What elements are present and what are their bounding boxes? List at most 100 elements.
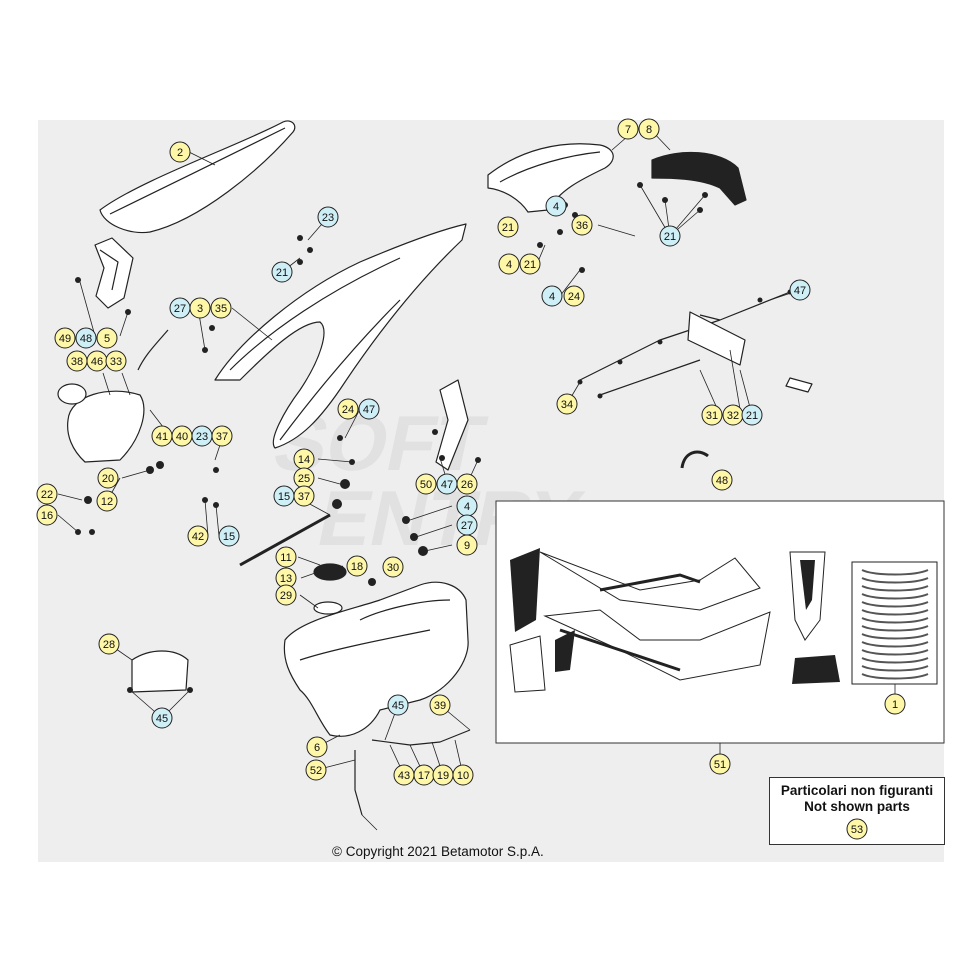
callout-badge-47: 47 <box>436 473 458 495</box>
fuel-line <box>371 729 471 746</box>
not-shown-english: Not shown parts <box>804 799 910 814</box>
callout-badge-20: 20 <box>97 467 119 489</box>
number-plate-bracket <box>94 237 134 309</box>
rear-fender-part <box>214 223 467 449</box>
radiator-shroud-left <box>67 390 145 463</box>
callout-badge-21: 21 <box>519 253 541 275</box>
callout-number: 45 <box>392 700 404 712</box>
callout-badge-5: 5 <box>96 327 118 349</box>
callout-number: 21 <box>276 267 288 279</box>
callout-number: 24 <box>342 404 354 416</box>
callout-number: 33 <box>110 356 122 368</box>
callout-number: 14 <box>298 454 310 466</box>
callout-badge-52: 52 <box>305 759 327 781</box>
callout-badge-21: 21 <box>497 216 519 238</box>
not-shown-italian: Particolari non figuranti <box>780 783 934 798</box>
copyright-text: © Copyright 2021 Betamotor S.p.A. <box>332 844 544 859</box>
callout-number: 5 <box>104 333 110 345</box>
callout-number: 1 <box>892 699 898 711</box>
callout-number: 19 <box>437 770 449 782</box>
callout-number: 47 <box>794 285 806 297</box>
callout-number: 12 <box>101 496 113 508</box>
callout-badge-37: 37 <box>211 425 233 447</box>
callout-badge-12: 12 <box>96 490 118 512</box>
callout-number: 31 <box>706 410 718 422</box>
callout-badge-29: 29 <box>275 584 297 606</box>
callout-number: 39 <box>434 700 446 712</box>
callout-badge-32: 32 <box>722 404 744 426</box>
callout-number: 36 <box>576 220 588 232</box>
callout-number: 15 <box>223 531 235 543</box>
callout-number: 34 <box>561 399 573 411</box>
not-shown-ref: 53 <box>851 824 863 836</box>
callout-badge-7: 7 <box>617 118 639 140</box>
callout-badge-27: 27 <box>456 514 478 536</box>
callout-number: 48 <box>80 333 92 345</box>
callout-badge-22: 22 <box>36 483 58 505</box>
callout-number: 3 <box>197 303 203 315</box>
callout-number: 41 <box>156 431 168 443</box>
callout-badge-3: 3 <box>189 297 211 319</box>
callout-badge-31: 31 <box>701 404 723 426</box>
callout-number: 38 <box>71 356 83 368</box>
callout-badge-23: 23 <box>191 425 213 447</box>
callout-badge-42: 42 <box>187 525 209 547</box>
callout-badge-36: 36 <box>571 214 593 236</box>
callout-number: 46 <box>91 356 103 368</box>
callout-badge-21: 21 <box>271 261 293 283</box>
callout-badge-17: 17 <box>413 764 435 786</box>
callout-badge-37: 37 <box>293 485 315 507</box>
callout-badge-18: 18 <box>346 555 368 577</box>
callout-badge-48: 48 <box>711 469 733 491</box>
callout-number: 10 <box>457 770 469 782</box>
callout-badge-33: 33 <box>105 350 127 372</box>
callout-number: 49 <box>59 333 71 345</box>
fasteners <box>75 182 793 693</box>
callout-badge-4: 4 <box>545 195 567 217</box>
not-shown-parts-box: Particolari non figuranti Not shown part… <box>769 777 945 845</box>
callout-number: 52 <box>310 765 322 777</box>
callout-badge-41: 41 <box>151 425 173 447</box>
callout-badge-2: 2 <box>169 141 191 163</box>
callout-number: 25 <box>298 473 310 485</box>
callout-number: 30 <box>387 562 399 574</box>
callout-badge-15: 15 <box>273 485 295 507</box>
vent-hose-part <box>680 450 709 469</box>
callout-badge-16: 16 <box>36 504 58 526</box>
breather-rod <box>239 513 331 567</box>
callout-number: 27 <box>461 520 473 532</box>
callout-number: 35 <box>215 303 227 315</box>
callout-badge-28: 28 <box>98 633 120 655</box>
callout-number: 7 <box>625 124 631 136</box>
callout-number: 43 <box>398 770 410 782</box>
callout-number: 2 <box>177 147 183 159</box>
callout-number: 9 <box>464 540 470 552</box>
callout-number: 51 <box>714 759 726 771</box>
callout-number: 45 <box>156 713 168 725</box>
callout-number: 21 <box>664 231 676 243</box>
callout-number: 27 <box>174 303 186 315</box>
callout-number: 47 <box>441 479 453 491</box>
callout-badge-45: 45 <box>151 707 173 729</box>
callout-number: 15 <box>278 491 290 503</box>
callout-number: 40 <box>176 431 188 443</box>
callout-number: 20 <box>102 473 114 485</box>
callout-badge-51: 51 <box>709 753 731 775</box>
callout-badge-49: 49 <box>54 327 76 349</box>
callout-badge-21: 21 <box>741 404 763 426</box>
callout-badge-19: 19 <box>432 764 454 786</box>
callout-number: 21 <box>502 222 514 234</box>
bracket-29 <box>131 650 189 693</box>
callout-number: 24 <box>568 291 580 303</box>
callout-number: 21 <box>524 259 536 271</box>
callout-badge-6: 6 <box>306 736 328 758</box>
callout-number: 4 <box>553 201 559 213</box>
callout-number: 42 <box>192 531 204 543</box>
headlight-part <box>651 151 747 206</box>
callout-number: 28 <box>103 639 115 651</box>
callout-badge-43: 43 <box>393 764 415 786</box>
callout-badge-47: 47 <box>358 398 380 420</box>
callout-badge-46: 46 <box>86 350 108 372</box>
